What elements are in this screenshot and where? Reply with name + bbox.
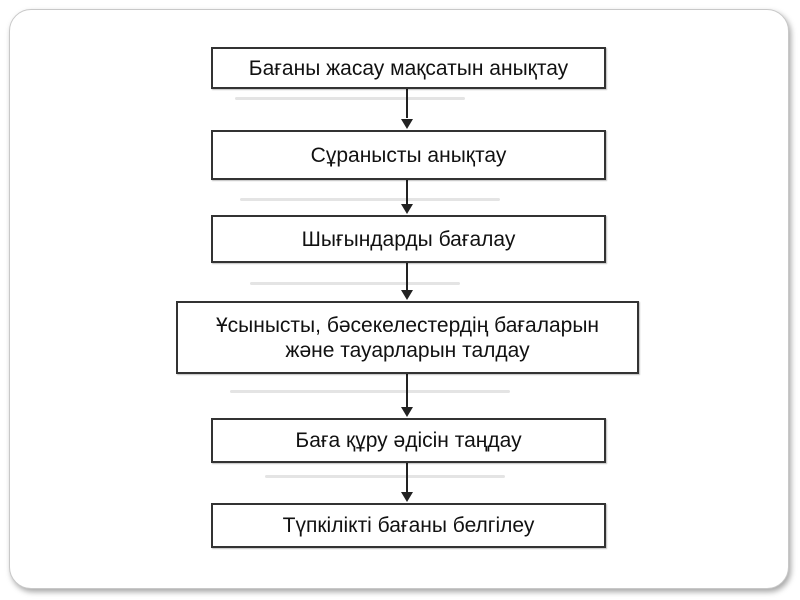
flow-connector xyxy=(406,462,408,492)
background-bleed xyxy=(265,475,505,478)
flow-step-1: Бағаны жасау мақсатын анықтау xyxy=(211,47,606,89)
flow-connector xyxy=(406,88,408,118)
background-bleed xyxy=(240,198,500,201)
flow-step-2: Сұранысты анықтау xyxy=(211,130,606,180)
flow-step-5: Баға құру әдісін таңдау xyxy=(211,418,606,463)
flow-connector xyxy=(406,179,408,204)
flow-connector xyxy=(406,373,408,407)
background-bleed xyxy=(230,390,510,393)
flow-step-text: Ұсынысты, бәсекелестердің бағаларын xyxy=(215,313,600,337)
flow-step-text: және тауарларын талдау xyxy=(285,338,530,362)
flow-step-text: Сұранысты анықтау xyxy=(310,143,507,167)
arrowhead-icon xyxy=(401,290,413,300)
arrowhead-icon xyxy=(401,492,413,502)
flow-connector xyxy=(406,262,408,290)
flow-step-text: Түпкілікті бағаны белгілеу xyxy=(282,514,535,537)
arrowhead-icon xyxy=(401,204,413,214)
flow-step-text: Баға құру әдісін таңдау xyxy=(295,429,522,452)
flow-step-4: Ұсынысты, бәсекелестердің бағаларын және… xyxy=(176,301,639,374)
arrowhead-icon xyxy=(401,407,413,417)
slide-frame xyxy=(9,9,789,589)
flow-step-text: Бағаны жасау мақсатын анықтау xyxy=(248,56,569,80)
flow-step-6: Түпкілікті бағаны белгілеу xyxy=(211,503,606,548)
arrowhead-icon xyxy=(401,119,413,129)
flow-step-3: Шығындарды бағалау xyxy=(211,215,606,263)
flow-step-text: Шығындарды бағалау xyxy=(301,227,516,251)
background-bleed xyxy=(250,282,460,285)
background-bleed xyxy=(235,97,465,100)
